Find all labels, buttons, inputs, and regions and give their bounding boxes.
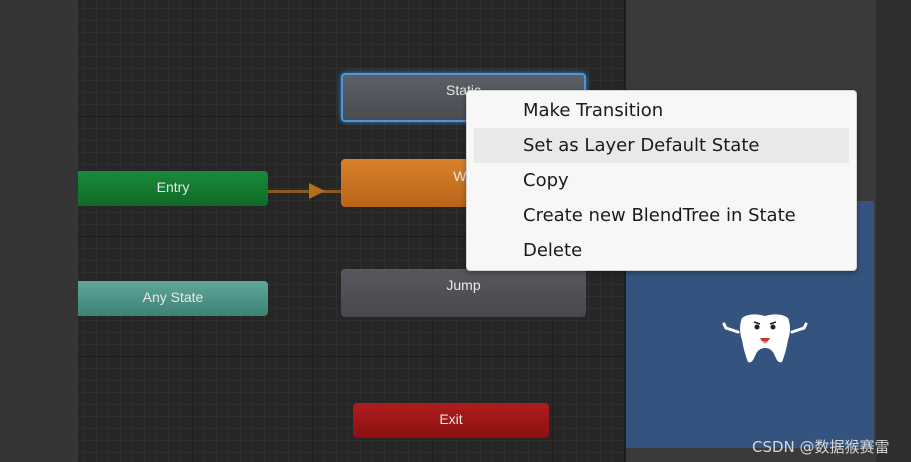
menu-item-copy[interactable]: Copy [523,170,569,191]
menu-item-delete[interactable]: Delete [523,240,583,261]
state-node-any-state-label: Any State [142,289,204,305]
tooth-mascot-image [722,314,808,363]
state-node-exit-label: Exit [439,411,463,427]
state-node-entry-label: Entry [156,179,190,195]
right-edge-panel [876,0,911,462]
menu-item-set-as-layer-default-state[interactable]: Set as Layer Default State [474,128,849,163]
menu-item-make-transition[interactable]: Make Transition [523,100,664,121]
watermark-text: CSDN @数据猴赛雷 [752,438,890,456]
state-node-entry[interactable]: Entry [78,171,268,206]
state-node-jump-label: Jump [446,277,481,293]
state-node-jump[interactable]: Jump [341,269,586,317]
transition-line[interactable] [268,190,341,193]
state-node-exit[interactable]: Exit [353,403,549,438]
context-menu: Make Transition Set as Layer Default Sta… [466,90,857,271]
state-node-any-state[interactable]: Any State [78,281,268,316]
transition-arrow-icon [309,183,325,199]
left-panel-strip [0,0,78,462]
menu-item-create-blendtree[interactable]: Create new BlendTree in State [523,205,796,226]
